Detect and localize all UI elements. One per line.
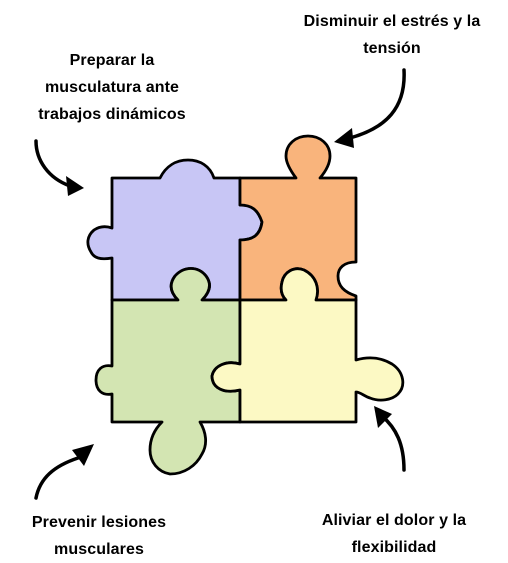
arrowhead-bottom-right bbox=[374, 406, 392, 428]
caption-prevent-injuries: Prevenir lesiones musculares bbox=[0, 509, 198, 563]
caption-line: Disminuir el estrés y la bbox=[303, 13, 481, 30]
caption-prepare-muscles: Preparar la musculatura ante trabajos di… bbox=[0, 47, 224, 128]
arrow-bottom-left bbox=[34, 456, 80, 500]
puzzle-piece-bottom-right bbox=[210, 267, 405, 424]
caption-relieve-pain: Aliviar el dolor y la flexibilidad bbox=[288, 507, 500, 561]
arrowhead-top-left bbox=[66, 176, 84, 196]
puzzle-piece-top-right bbox=[238, 134, 358, 302]
caption-line: flexibilidad bbox=[351, 539, 437, 556]
caption-line: Aliviar el dolor y la bbox=[321, 512, 467, 529]
caption-line: Preparar la bbox=[69, 52, 155, 69]
caption-line: tensión bbox=[363, 40, 421, 57]
caption-reduce-stress: Disminuir el estrés y la tensión bbox=[276, 8, 508, 62]
caption-line: Prevenir lesiones bbox=[31, 514, 167, 531]
puzzle-piece-bottom-left bbox=[94, 267, 242, 476]
arrow-top-right bbox=[348, 68, 406, 140]
arrow-bottom-right bbox=[380, 414, 406, 472]
caption-line: musculares bbox=[54, 541, 144, 558]
caption-line: musculatura ante bbox=[44, 79, 180, 96]
arrow-top-left bbox=[34, 139, 72, 188]
arrowhead-top-right bbox=[334, 128, 354, 148]
caption-line: trabajos dinámicos bbox=[38, 106, 186, 123]
arrowhead-bottom-left bbox=[72, 444, 94, 466]
